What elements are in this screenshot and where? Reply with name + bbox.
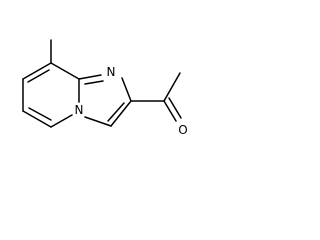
bond-c8-c7-inner <box>27 69 50 83</box>
chemical-structure: N N O <box>22 39 188 137</box>
bond-c2-c3-inner <box>107 102 125 122</box>
bond-c6-c5-inner <box>28 107 52 121</box>
bond-carbonyl-methyl <box>163 72 181 102</box>
bond-c8a-n1 <box>78 74 102 80</box>
bond-carbonyl-oxygen-2 <box>168 97 182 119</box>
bonds <box>22 39 182 128</box>
bond-n1-c2 <box>121 77 132 102</box>
bond-c2-c3 <box>110 100 132 127</box>
atom-label-carbonyl-o: O <box>178 123 187 137</box>
bond-carbonyl-oxygen <box>163 100 177 122</box>
bond-c8a-n1-inner <box>84 80 104 85</box>
bond-c6-c5 <box>22 110 52 128</box>
atom-label-imidazole-n: N <box>107 65 116 79</box>
atom-label-bridgehead-n: N <box>75 103 84 117</box>
bond-c3-n4 <box>84 116 112 127</box>
bond-c5-n4 <box>50 114 73 128</box>
bond-c8-c8a <box>50 62 80 80</box>
bond-c8-c7 <box>22 62 52 80</box>
